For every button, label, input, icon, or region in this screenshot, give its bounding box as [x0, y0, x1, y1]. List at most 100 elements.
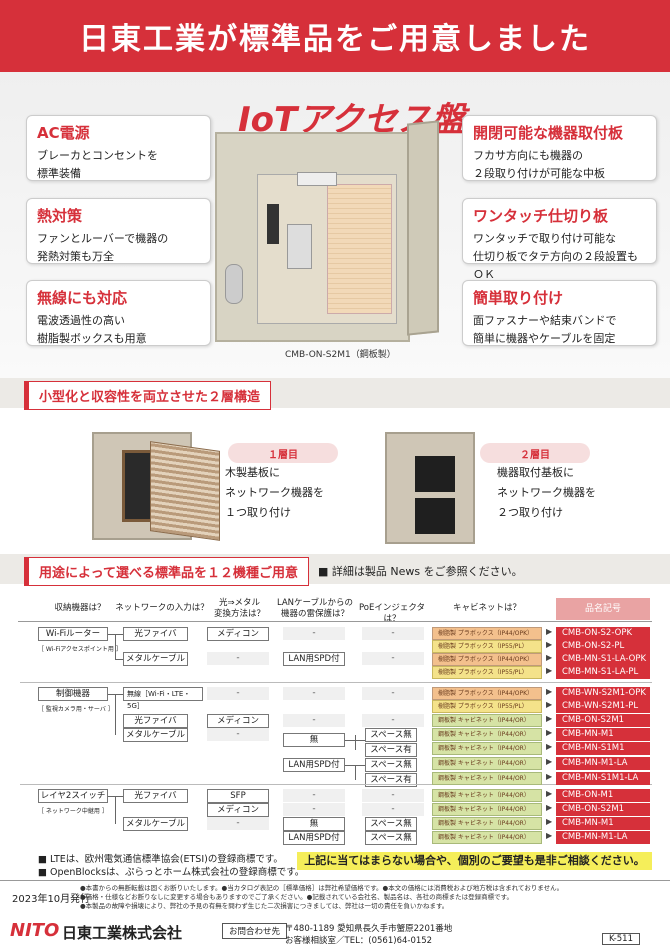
telephone: お客様相談室／TEL：(0561)64-0152: [285, 936, 433, 946]
footer-divider: [0, 880, 670, 881]
empty-cell: -: [362, 714, 424, 727]
arrow-icon: ▶: [546, 714, 553, 723]
empty-cell: -: [362, 652, 424, 665]
conv-node: メディコン: [207, 803, 269, 817]
feature-line: 簡単に機器やケーブルを固定: [473, 332, 616, 345]
cabinet-cell: 鋼板製 キャビネット（IP44/OR）: [432, 714, 542, 727]
layer-line: ネットワーク機器を: [225, 486, 324, 499]
arrow-icon: ▶: [546, 640, 553, 649]
empty-cell: -: [283, 789, 345, 802]
product-code: CMB-WN-S2M1-OPK: [556, 687, 650, 700]
feature-heat: 熱対策 ファンとルーバーで機器の 発熱対策も万全: [26, 198, 211, 264]
connector-line: [115, 694, 116, 735]
header-surge: LANケーブルからの 機器の雷保護は？: [276, 598, 354, 619]
layer1-door-image: [150, 441, 220, 541]
layer-line: 木製基板に: [225, 466, 280, 479]
poe-node: スペース無: [365, 831, 417, 845]
surge-node: 無: [283, 733, 345, 747]
input-node: メタルケーブル: [123, 652, 188, 666]
product-code: CMB-MN-M1-LA: [556, 757, 650, 770]
empty-cell: -: [207, 687, 269, 700]
feature-partition: ワンタッチ仕切り板 ワンタッチで取り付け可能な 仕切り板でタテ方向の２段設置もＯ…: [462, 198, 657, 281]
page-banner: 日東工業が標準品をご用意しました: [0, 0, 670, 72]
arrow-icon: ▶: [546, 772, 553, 781]
empty-cell: -: [207, 728, 269, 741]
feature-line: 仕切り板でタテ方向の２段設置もＯＫ: [473, 250, 638, 281]
banner-title: 日東工業が標準品をご用意しました: [79, 22, 591, 57]
product-code: CMB-MN-M1-LA: [556, 831, 650, 844]
product-code: CMB-MN-S1-LA-PL: [556, 666, 650, 679]
conv-node: メディコン: [207, 627, 269, 641]
issue-date: 2023年10月発行: [12, 894, 91, 905]
feature-title: 開閉可能な機器取付板: [473, 124, 624, 142]
empty-cell: -: [362, 627, 424, 640]
feature-mount-plate: 開閉可能な機器取付板 フカサ方向にも機器の ２段取り付けが可能な中板: [462, 115, 657, 181]
layer2-desc: 機器取付基板に ネットワーク機器を ２つ取り付け: [497, 463, 596, 523]
product-code: CMB-ON-S2M1: [556, 803, 650, 816]
arrow-icon: ▶: [546, 627, 553, 636]
address: 〒480-1189 愛知県長久手市蟹原2201番地: [285, 924, 453, 934]
feature-title: 無線にも対応: [37, 289, 128, 307]
feature-title: AC電源: [37, 124, 90, 142]
connector-line: [115, 634, 116, 659]
empty-cell: -: [362, 803, 424, 816]
connector-line: [355, 735, 356, 750]
device-sub: ［ ネットワーク中継用 ］: [38, 808, 108, 815]
feature-line: ファンとルーバーで機器の: [37, 232, 169, 245]
device-group-control: 制御機器 ［ 監視カメラ用・サーバ ］: [38, 687, 114, 713]
feature-ac-power: AC電源 ブレーカとコンセントを 標準装備: [26, 115, 211, 181]
feature-title: 熱対策: [37, 207, 83, 225]
input-node: 光ファイバ: [123, 714, 188, 728]
cabinet-cell: 樹脂製 プラボックス（IP55/PL）: [432, 640, 542, 653]
product-code: CMB-MN-M1: [556, 728, 650, 741]
conv-node: メディコン: [207, 714, 269, 728]
cabinet-cell: 鋼板製 キャビネット（IP44/OR）: [432, 742, 542, 755]
doc-number: K-511: [602, 933, 640, 945]
device-node: 制御機器: [38, 687, 108, 701]
contact-label: お問合わせ先: [222, 923, 288, 939]
feature-wireless: 無線にも対応 電波透過性の高い 樹脂製ボックスも用意: [26, 280, 211, 346]
product-code: CMB-ON-S2-PL: [556, 640, 650, 653]
empty-cell: -: [362, 789, 424, 802]
cabinet-cell: 鋼板製 キャビネット（IP44/OR）: [432, 817, 542, 830]
input-node: 無線［Wi-Fi・LTE・5G］: [123, 687, 203, 710]
cabinet-cell: 樹脂製 プラボックス（IP44/OPK）: [432, 627, 542, 640]
arrow-icon: ▶: [546, 742, 553, 751]
feature-line: ２段取り付けが可能な中板: [473, 167, 605, 180]
poe-node: スペース有: [365, 743, 417, 757]
product-code: CMB-WN-S2M1-PL: [556, 700, 650, 713]
cabinet-cell: 鋼板製 キャビネット（IP44/OR）: [432, 772, 542, 785]
header-divider: [18, 621, 652, 622]
feature-line: ワンタッチで取り付け可能な: [473, 232, 616, 245]
feature-title: 簡単取り付け: [473, 289, 564, 307]
empty-cell: -: [283, 714, 345, 727]
input-node: メタルケーブル: [123, 728, 188, 742]
trademark-notes: ■ LTEは、欧州電気通信標準協会(ETSI)の登録商標です。 ■ OpenBl…: [38, 853, 304, 879]
empty-cell: -: [362, 687, 424, 700]
header-poe: PoEインジェクタは？: [358, 603, 426, 624]
trademark-note: ■ OpenBlocksは、ぷらっとホーム株式会社の登録商標です。: [38, 867, 305, 878]
section-title-layers: 小型化と収容性を両立させた２層構造: [24, 381, 272, 410]
model-caption: CMB-ON-S2M1（鋼板製）: [285, 350, 396, 360]
arrow-icon: ▶: [546, 700, 553, 709]
device-node: レイヤ2スイッチ: [38, 789, 108, 803]
surge-node: LAN用SPD付: [283, 652, 345, 666]
feature-line: フカサ方向にも機器の: [473, 149, 583, 162]
empty-cell: -: [283, 803, 345, 816]
layer1-desc: 木製基板に ネットワーク機器を １つ取り付け: [225, 463, 324, 523]
arrow-icon: ▶: [546, 687, 553, 696]
cabinet-cell: 鋼板製 キャビネット（IP44/OR）: [432, 831, 542, 844]
arrow-icon: ▶: [546, 789, 553, 798]
empty-cell: -: [207, 817, 269, 830]
device-group-wifi: Wi-Fiルーター ［ Wi-Fiアクセスポイント用 ］: [38, 627, 122, 653]
product-code: CMB-ON-S2-OPK: [556, 627, 650, 640]
feature-line: 樹脂製ボックスも用意: [37, 332, 147, 345]
fine-line: ●本製品の故障や損壊により、弊社の予見の有無を問わず生じた二次損害につきましては…: [80, 902, 449, 910]
surge-node: LAN用SPD付: [283, 831, 345, 845]
input-node: 光ファイバ: [123, 789, 188, 803]
consult-callout: 上記に当てはまらない場合や、個別のご要望も是非ご相談ください。: [297, 852, 652, 870]
nito-logo: NITO: [10, 920, 60, 941]
cabinet-cell: 鋼板製 キャビネット（IP44/OR）: [432, 757, 542, 770]
feature-line: 発熱対策も万全: [37, 250, 114, 263]
